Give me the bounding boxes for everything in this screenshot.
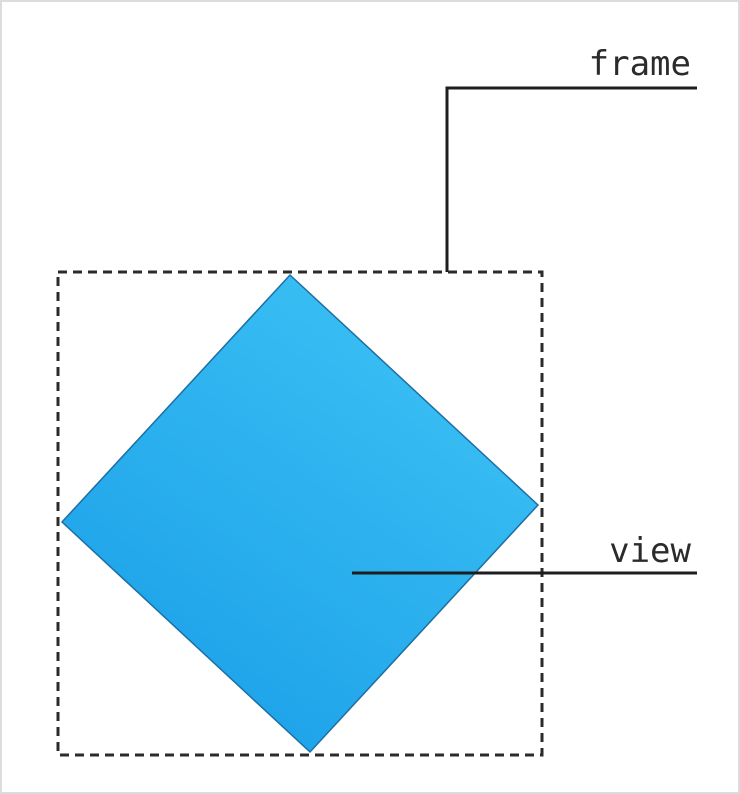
view-label: view [609,531,691,571]
frame-bounding-box [56,270,544,757]
frame-label: frame [589,44,691,84]
frame-leader-line [445,86,697,272]
rotated-view-shape [60,273,540,754]
